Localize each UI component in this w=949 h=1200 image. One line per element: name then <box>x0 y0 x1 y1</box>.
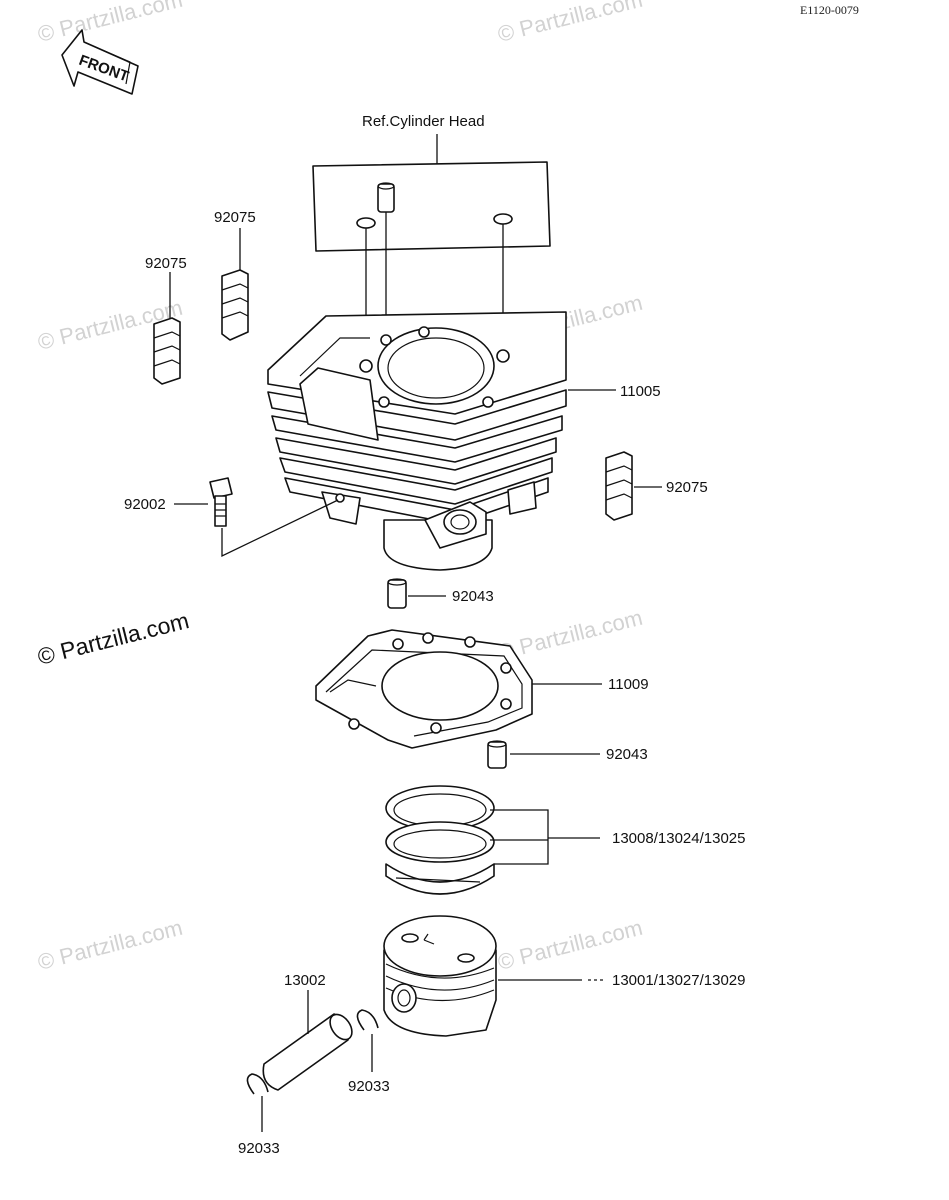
cylinder-head-reference: Ref.Cylinder Head <box>312 113 551 252</box>
bolt: 92002 <box>124 477 339 558</box>
ref-cylinder-head-label: Ref.Cylinder Head <box>362 113 485 130</box>
damper-left-top: 92075 <box>214 209 256 341</box>
label-11009: 11009 <box>608 676 649 693</box>
label-92075-left-top: 92075 <box>214 209 256 226</box>
watermark-main: © Partzilla.com <box>35 607 192 670</box>
label-piston: 13001/13027/13029 <box>612 972 745 989</box>
watermark-6: © Partzilla.com <box>35 915 185 975</box>
circlip-right: 92033 <box>348 1009 390 1095</box>
label-92002: 92002 <box>124 496 166 513</box>
circlip-left: 92033 <box>238 1073 280 1157</box>
cylinder-block: 11005 <box>267 311 661 571</box>
label-92043-upper: 92043 <box>452 588 494 605</box>
damper-left: 92075 <box>145 255 187 385</box>
damper-right: 92075 <box>605 451 708 521</box>
piston-pin: 13002 <box>262 972 353 1091</box>
watermark-1: © Partzilla.com <box>35 0 185 47</box>
dowel-upper: 92043 <box>387 578 494 609</box>
label-92075-left: 92075 <box>145 255 187 272</box>
label-92033-left: 92033 <box>238 1140 280 1157</box>
piston: 13001/13027/13029 <box>383 915 745 1037</box>
watermark-2: © Partzilla.com <box>495 0 645 47</box>
piston-rings: 13008/13024/13025 <box>385 785 745 895</box>
diagram-code: E1120-0079 <box>800 3 859 17</box>
label-rings: 13008/13024/13025 <box>612 830 745 847</box>
label-11005: 11005 <box>620 383 661 400</box>
label-13002: 13002 <box>284 972 326 989</box>
label-92043-lower: 92043 <box>606 746 648 763</box>
watermark-5: © Partzilla.com <box>495 605 645 665</box>
cylinder-base-gasket: 11009 <box>315 629 649 749</box>
label-92033-right: 92033 <box>348 1078 390 1095</box>
label-92075-right: 92075 <box>666 479 708 496</box>
dowel-lower: 92043 <box>487 740 648 769</box>
front-arrow-icon: FRONT <box>61 29 139 95</box>
watermarks: © Partzilla.com © Partzilla.com © Partzi… <box>35 0 645 975</box>
watermark-7: © Partzilla.com <box>495 915 645 975</box>
